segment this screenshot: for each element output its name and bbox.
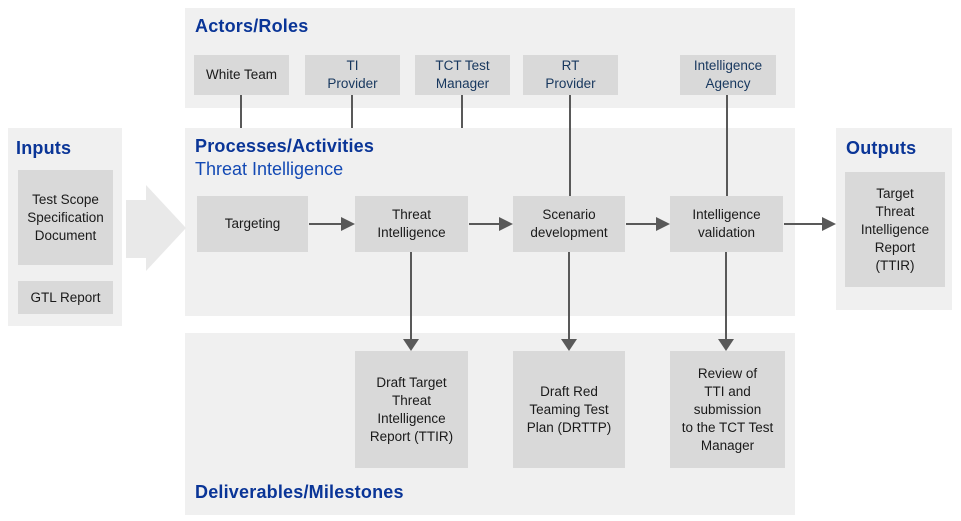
down-arrow-review-line <box>725 252 727 339</box>
deliverables-title: Deliverables/Milestones <box>195 482 404 502</box>
connector-line-ti-provider <box>351 95 353 128</box>
deliverable-box-draft-ttir: Draft Target Threat Intelligence Report … <box>355 351 468 468</box>
down-arrow-ttir-line <box>410 252 412 339</box>
down-arrow-review-head <box>718 339 734 351</box>
connector-line-tct-test-manager <box>461 95 463 128</box>
actor-box-white-team: White Team <box>194 55 289 95</box>
flow-arrow-output-line <box>784 223 822 225</box>
actor-box-tct-test-manager: TCT Test Manager <box>415 55 510 95</box>
processes-subtitle: Threat Intelligence <box>195 159 344 179</box>
input-box-test-scope: Test Scope Specification Document <box>18 170 113 265</box>
actor-box-ti-provider: TI Provider <box>305 55 400 95</box>
flow-arrow-1-head <box>341 217 355 231</box>
actor-box-intelligence-agency: Intelligence Agency <box>680 55 776 95</box>
actor-box-rt-provider: RT Provider <box>523 55 618 95</box>
input-flow-arrow-head <box>146 185 186 271</box>
process-box-intelligence-validation: Intelligence validation <box>670 196 783 252</box>
process-box-threat-intelligence: Threat Intelligence <box>355 196 468 252</box>
flow-arrow-2-line <box>469 223 499 225</box>
connector-line-white-team <box>240 95 242 128</box>
down-arrow-drttp-head <box>561 339 577 351</box>
actors-title: Actors/Roles <box>195 16 309 36</box>
flow-arrow-output-head <box>822 217 836 231</box>
output-box-ttir: Target Threat Intelligence Report (TTIR) <box>845 172 945 287</box>
flow-arrow-1-line <box>309 223 341 225</box>
deliverable-box-drttp: Draft Red Teaming Test Plan (DRTTP) <box>513 351 625 468</box>
flow-arrow-2-head <box>499 217 513 231</box>
process-box-scenario-development: Scenario development <box>513 196 625 252</box>
inputs-title: Inputs <box>16 138 72 158</box>
flow-arrow-3-line <box>626 223 656 225</box>
input-box-gtl-report: GTL Report <box>18 281 113 314</box>
flow-arrow-3-head <box>656 217 670 231</box>
outputs-title: Outputs <box>846 138 917 158</box>
connector-line-rt-provider <box>569 95 571 196</box>
processes-title: Processes/Activities <box>195 136 375 156</box>
connector-line-intelligence-agency <box>726 95 728 196</box>
down-arrow-drttp-line <box>568 252 570 339</box>
input-flow-arrow-shaft <box>126 200 146 258</box>
down-arrow-ttir-head <box>403 339 419 351</box>
deliverable-box-review-tti: Review of TTI and submission to the TCT … <box>670 351 785 468</box>
process-box-targeting: Targeting <box>197 196 308 252</box>
